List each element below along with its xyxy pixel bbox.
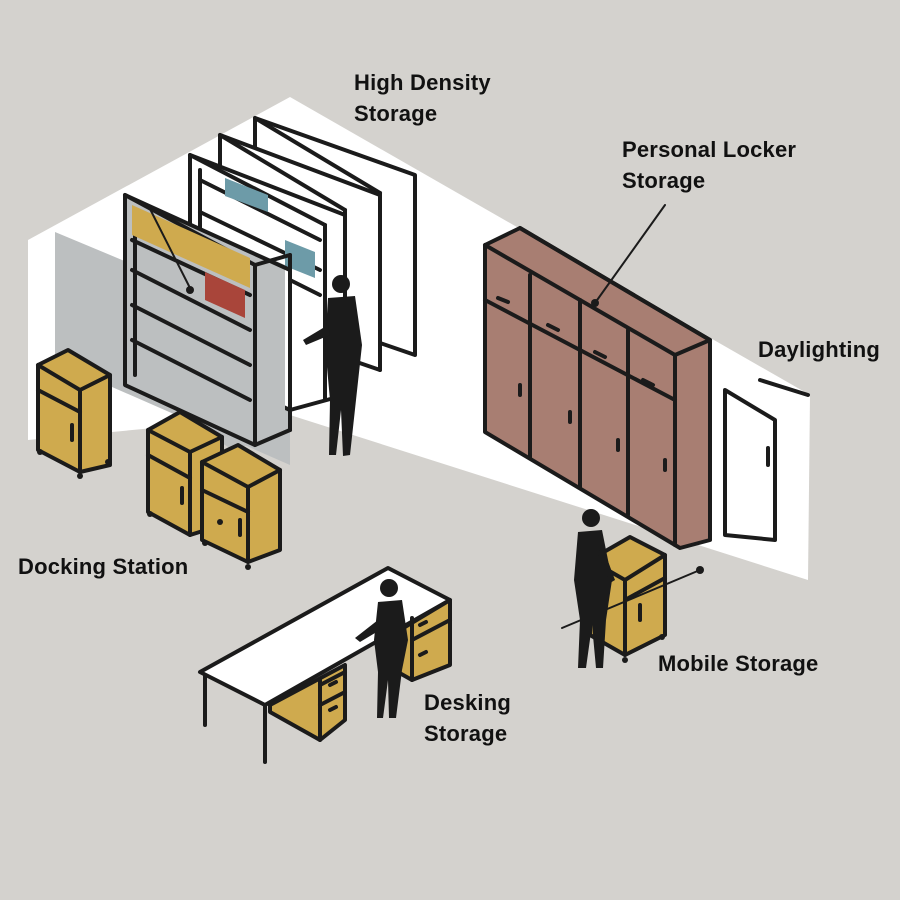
label-daylighting: Daylighting xyxy=(758,337,880,362)
person-figure-desk xyxy=(355,579,408,718)
label-personal-locker-line1: Personal Locker xyxy=(622,137,797,162)
person-figure-center xyxy=(303,275,362,456)
docking-station xyxy=(36,348,282,570)
label-desking-line2: Storage xyxy=(424,721,508,746)
label-personal-locker-line2: Storage xyxy=(622,168,706,193)
label-desking-line1: Desking xyxy=(424,690,511,715)
label-high-density-line1: High Density xyxy=(354,70,491,95)
label-high-density-storage: High Density Storage xyxy=(354,67,491,129)
desking-storage xyxy=(198,566,452,764)
daylighting-door xyxy=(723,378,810,542)
label-docking-station: Docking Station xyxy=(18,554,189,579)
personal-locker-storage xyxy=(483,204,712,550)
person-figure-mobile xyxy=(574,509,615,668)
label-high-density-line2: Storage xyxy=(354,101,438,126)
label-desking-storage: Desking Storage xyxy=(424,687,511,749)
label-mobile-storage: Mobile Storage xyxy=(658,651,819,676)
label-personal-locker-storage: Personal Locker Storage xyxy=(622,134,796,196)
